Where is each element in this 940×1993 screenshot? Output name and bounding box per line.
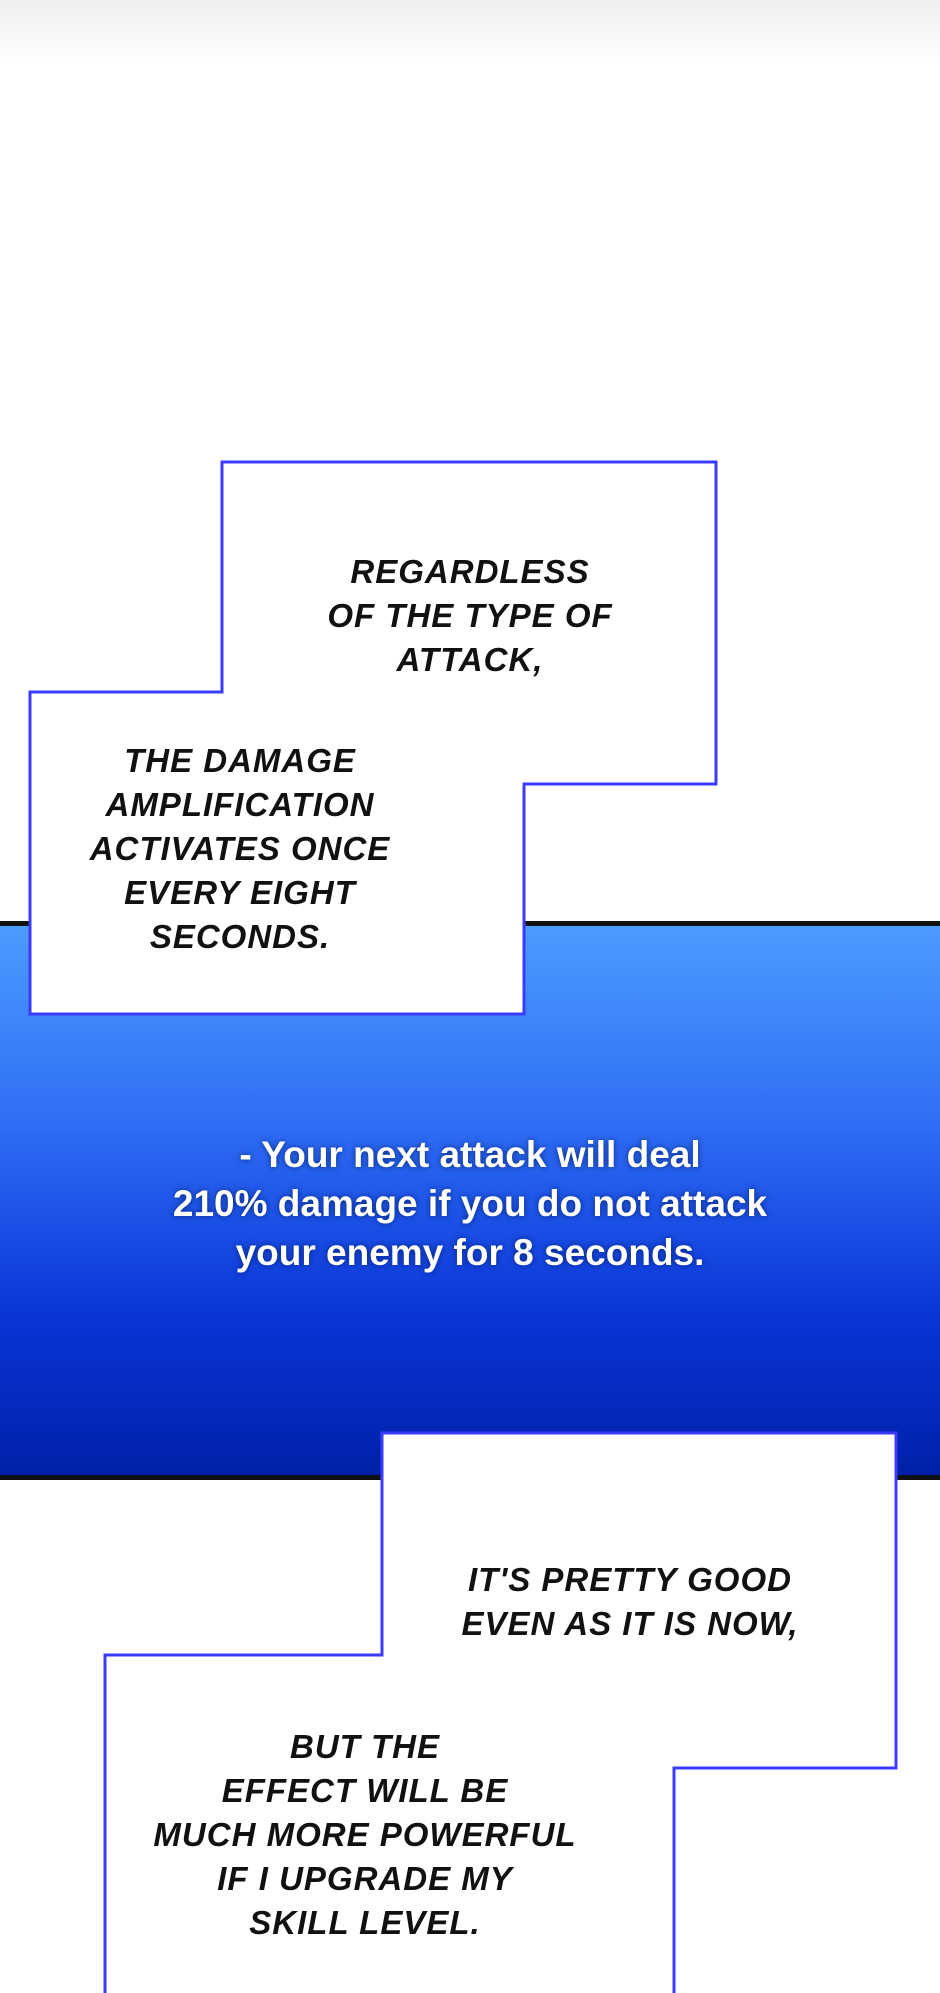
system-line: 210% damage if you do not attack — [172, 1183, 768, 1224]
caption-line: even as it is now, — [461, 1605, 799, 1642]
caption-line: The damage — [124, 742, 356, 779]
caption-line: but the — [290, 1728, 440, 1765]
caption-text-3: It's pretty good even as it is now, — [420, 1558, 840, 1646]
caption-line: skill level. — [249, 1904, 481, 1941]
caption-text-2: The damage amplification activates once … — [70, 739, 410, 959]
system-line: - Your next attack will deal — [239, 1134, 701, 1175]
caption-line: amplification — [105, 786, 375, 823]
top-fade — [0, 0, 940, 62]
system-line: your enemy for 8 seconds. — [235, 1232, 705, 1273]
caption-line: attack, — [396, 641, 544, 678]
caption-line: of the type of — [327, 597, 613, 634]
caption-box-2 — [103, 1431, 898, 1993]
caption-line: effect will be — [221, 1772, 509, 1809]
caption-line: It's pretty good — [468, 1561, 792, 1598]
caption-box-1 — [28, 460, 718, 1016]
caption-line: activates once — [89, 830, 391, 867]
caption-text-1: Regardless of the type of attack, — [280, 550, 660, 682]
caption-line: every eight — [124, 874, 356, 911]
caption-text-4: but the effect will be much more powerfu… — [130, 1725, 600, 1945]
caption-line: seconds. — [149, 918, 331, 955]
caption-line: Regardless — [350, 553, 590, 590]
caption-line: if I upgrade my — [217, 1860, 513, 1897]
caption-line: much more powerful — [153, 1816, 577, 1853]
system-message: - Your next attack will deal 210% damage… — [0, 1130, 940, 1277]
